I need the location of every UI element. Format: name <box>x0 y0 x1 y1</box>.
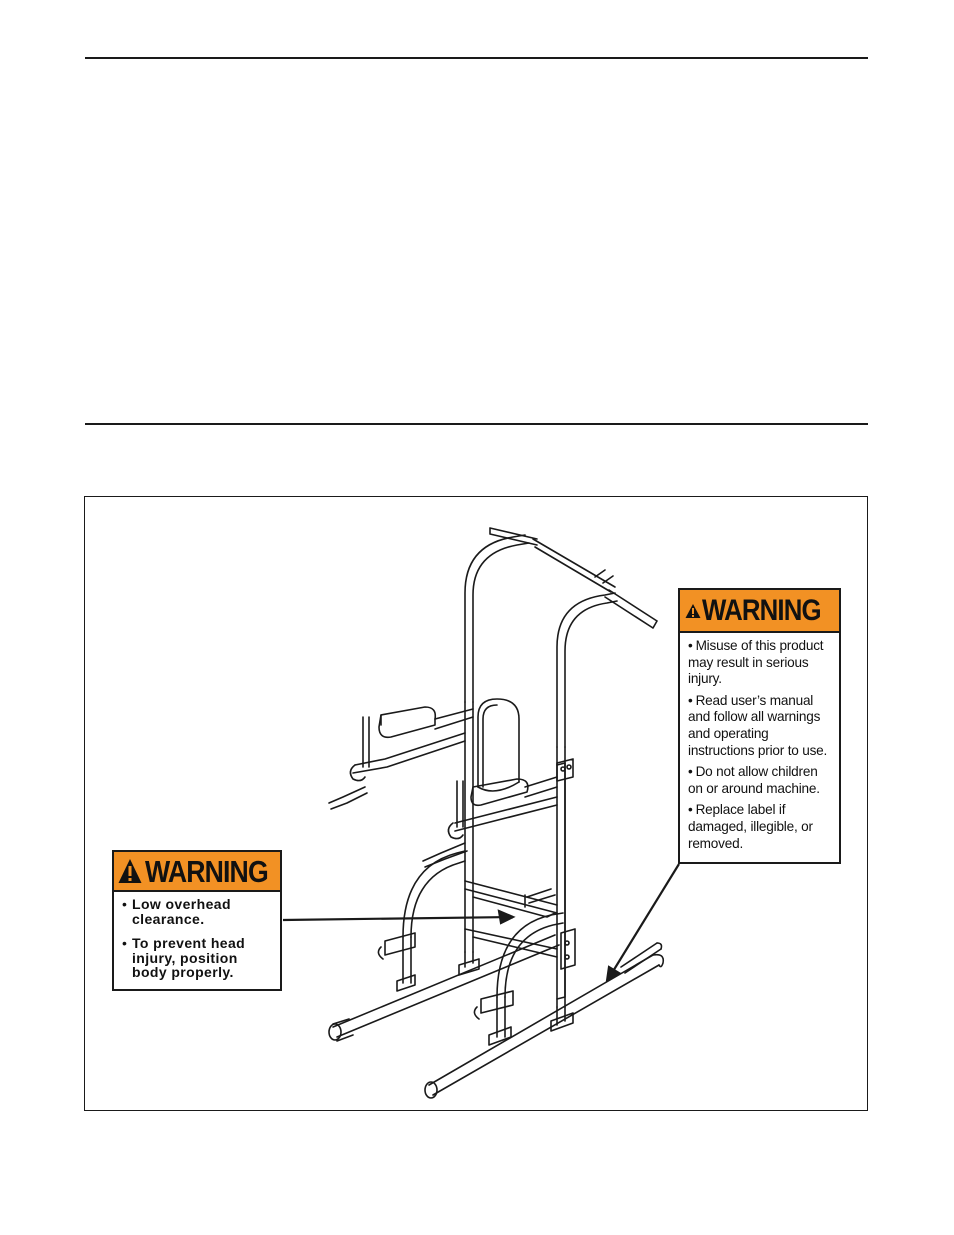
warning-header: WARNING <box>680 590 839 633</box>
warning-header: WARNING <box>114 852 280 892</box>
top-rule <box>85 57 868 59</box>
warning-bullet-list: •Misuse of this product may result in se… <box>680 633 839 852</box>
warning-bullet-list: •Low overhead clearance. •To prevent hea… <box>114 892 280 980</box>
list-item: •To prevent head injury, position body p… <box>122 935 246 980</box>
power-tower-illustration <box>328 527 665 1099</box>
warning-label-misuse: WARNING •Misuse of this product may resu… <box>678 588 841 864</box>
figure-frame: WARNING •Misuse of this product may resu… <box>84 496 868 1111</box>
warning-title: WARNING <box>145 853 269 889</box>
list-item: •Low overhead clearance. <box>122 896 231 927</box>
section-rule <box>85 423 868 425</box>
warning-triangle-icon <box>685 603 701 618</box>
list-item: •Do not allow children on or around mach… <box>688 764 820 796</box>
warning-triangle-icon <box>118 859 142 883</box>
warning-title: WARNING <box>702 593 822 627</box>
list-item: •Read user’s manual and follow all warni… <box>688 692 828 758</box>
list-item: •Replace label if damaged, illegible, or… <box>688 802 813 851</box>
list-item: •Misuse of this product may result in se… <box>688 638 824 687</box>
warning-label-clearance: WARNING •Low overhead clearance. •To pre… <box>112 850 282 991</box>
